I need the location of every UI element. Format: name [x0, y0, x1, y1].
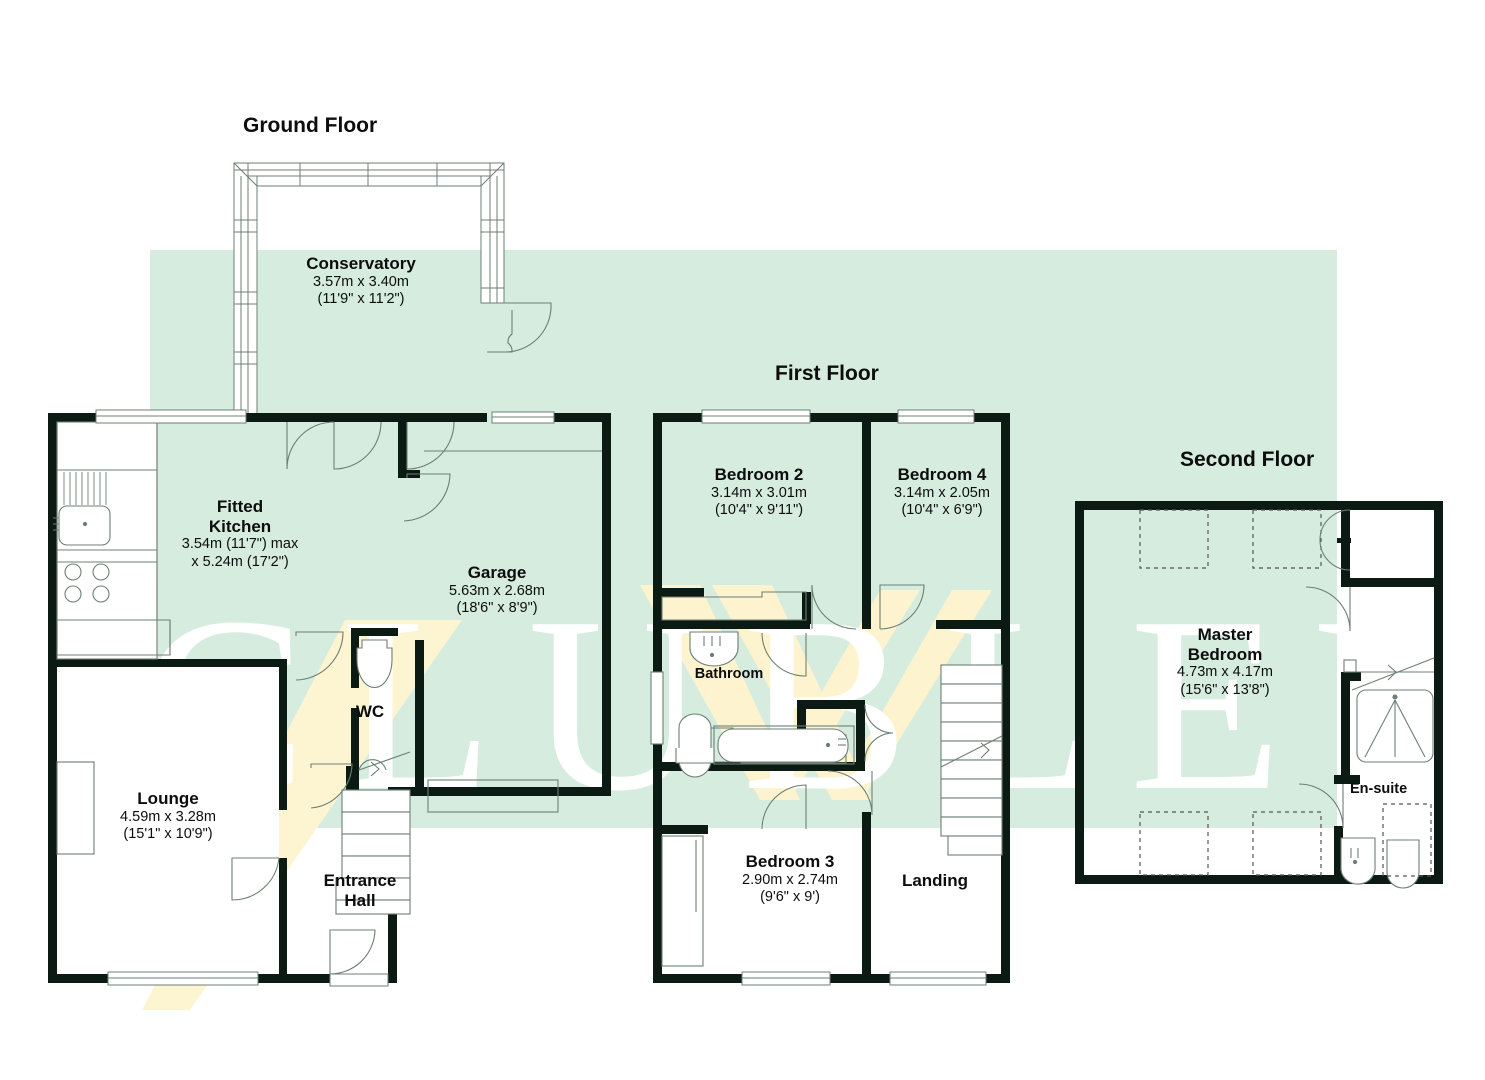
room-imperial-master-bedroom: (15'6" x 13'8") — [1180, 681, 1270, 698]
gf-wall-node-2 — [388, 974, 397, 983]
gf-wall-wc-left-upper — [351, 628, 359, 688]
room-label-landing: Landing — [879, 871, 991, 891]
room-imperial-garage: (18'6" x 8'9") — [456, 599, 538, 616]
gf-wall-top-c — [398, 413, 478, 422]
ff-wall-node-c — [862, 812, 871, 821]
room-label-bedroom-4: Bedroom 4 3.14m x 2.05m (10'4" x 6'9") — [853, 465, 1031, 519]
room-label-bedroom-3: Bedroom 3 2.90m x 2.74m (9'6" x 9') — [700, 852, 880, 906]
sf-wall-left — [1075, 501, 1084, 884]
gf-wall-garage-left — [415, 640, 424, 796]
room-imperial-lounge: (15'1" x 10'9") — [123, 825, 213, 842]
ff-wall-airing-top — [797, 700, 865, 709]
room-metric-conservatory: 3.57m x 3.40m — [313, 273, 409, 290]
room-name-master-bedroom-l1: Master — [1197, 625, 1253, 644]
room-name-fitted-kitchen-l1: Fitted — [216, 497, 264, 516]
room-name-wc: WC — [355, 702, 385, 721]
ff-wall-bed2-bed4 — [862, 422, 871, 629]
room-label-garage: Garage 5.63m x 2.68m (18'6" x 8'9") — [391, 563, 603, 617]
gf-wall-top-d — [545, 413, 611, 422]
ff-wall-bed2-bottom — [662, 620, 810, 629]
floor-title-second: Second Floor — [1180, 448, 1315, 471]
gf-wall-lounge-right-upper — [279, 659, 287, 810]
room-metric-fitted-kitchen: 3.54m (11'7") max — [181, 536, 299, 553]
gf-wall-wc-top — [351, 628, 398, 636]
gf-wall-garage-bottom — [415, 787, 611, 796]
sf-wall-wardrobe-left — [1341, 510, 1350, 578]
ff-wall-cupboard-top — [662, 588, 704, 597]
room-name-bedroom-3: Bedroom 3 — [745, 852, 835, 871]
ff-wall-top — [653, 413, 1010, 422]
room-label-conservatory: Conservatory 3.57m x 3.40m (11'9" x 11'2… — [251, 254, 471, 308]
sf-wall-bottom — [1075, 875, 1443, 884]
gf-wall-kitchen-right-top — [398, 413, 407, 477]
room-metric-lounge: 4.59m x 3.28m — [120, 808, 216, 825]
floor-title-first: First Floor — [775, 362, 879, 385]
room-name-lounge: Lounge — [137, 789, 199, 808]
room-imperial-bedroom-2: (10'4" x 9'11") — [714, 501, 804, 518]
room-imperial-conservatory: (11'9" x 11'2") — [317, 290, 405, 307]
room-label-wc: WC — [330, 702, 410, 722]
sf-wall-ensuite-left-upper — [1341, 672, 1350, 782]
room-name-bedroom-2: Bedroom 2 — [714, 465, 804, 484]
sf-wall-top — [1075, 501, 1443, 510]
room-name-master-bedroom-l2: Bedroom — [1187, 644, 1263, 664]
gf-wall-left — [48, 413, 57, 983]
ff-wall-airing-right — [856, 700, 865, 762]
room-name-entrance-hall-l1: Entrance — [323, 871, 397, 890]
ff-wall-bathroom-bottom — [662, 762, 865, 771]
room-name-conservatory: Conservatory — [306, 254, 416, 273]
gf-wall-wc-left-lower — [351, 708, 359, 768]
room-imperial-bedroom-4: (10'4" x 6'9") — [901, 501, 983, 518]
ff-wall-bed4-bottom — [936, 620, 1002, 629]
ff-wall-bed3-landing — [862, 812, 871, 982]
sf-wall-wardrobe-bottom — [1341, 578, 1435, 587]
room-name-en-suite: En-suite — [1350, 781, 1408, 797]
gf-wall-wc-left-nub — [346, 766, 359, 793]
ff-wall-bed3-top — [662, 825, 708, 834]
room-imperial-fitted-kitchen: x 5.24m (17'2") — [191, 553, 289, 570]
gf-wall-garage-right — [602, 413, 611, 796]
ff-wall-right — [1001, 413, 1010, 983]
gf-wall-lounge-top — [57, 659, 287, 667]
room-imperial-bedroom-3: (9'6" x 9') — [760, 888, 820, 905]
room-metric-bedroom-2: 3.14m x 3.01m — [711, 484, 807, 501]
room-metric-garage: 5.63m x 2.68m — [449, 582, 545, 599]
floor-title-ground: Ground Floor — [243, 114, 378, 137]
room-label-en-suite: En-suite — [1350, 781, 1450, 798]
sf-wall-ensuite-top — [1341, 672, 1361, 681]
room-label-bedroom-2: Bedroom 2 3.14m x 3.01m (10'4" x 9'11") — [648, 465, 870, 519]
sf-wall-ensuite-left-lower — [1334, 826, 1343, 875]
room-label-master-bedroom: Master Bedroom 4.73m x 4.17m (15'6" x 13… — [1121, 625, 1329, 699]
room-name-garage: Garage — [467, 563, 527, 582]
room-name-bedroom-4: Bedroom 4 — [897, 465, 987, 484]
room-name-landing: Landing — [901, 871, 969, 890]
room-name-bathroom: Bathroom — [694, 666, 764, 682]
ff-wall-node-a — [862, 620, 871, 629]
room-label-lounge: Lounge 4.59m x 3.28m (15'1" x 10'9") — [54, 789, 282, 843]
room-metric-bedroom-4: 3.14m x 2.05m — [894, 484, 990, 501]
room-name-entrance-hall-l2: Hall — [344, 890, 376, 910]
room-label-fitted-kitchen: Fitted Kitchen 3.54m (11'7") max x 5.24m… — [120, 497, 360, 571]
room-metric-bedroom-3: 2.90m x 2.74m — [742, 871, 838, 888]
ff-wall-bottom — [653, 974, 1010, 983]
room-label-entrance-hall: Entrance Hall — [270, 871, 450, 910]
sf-wall-ensuite-door-head — [1334, 775, 1360, 784]
gf-wall-node-1 — [478, 413, 487, 422]
gf-wall-top-b — [156, 413, 406, 422]
gf-wall-lounge-right-lower — [279, 858, 287, 978]
room-label-bathroom: Bathroom — [673, 666, 785, 683]
room-metric-master-bedroom: 4.73m x 4.17m — [1177, 664, 1273, 681]
sf-wall-right — [1434, 501, 1443, 884]
room-name-fitted-kitchen-l2: Kitchen — [208, 516, 272, 536]
